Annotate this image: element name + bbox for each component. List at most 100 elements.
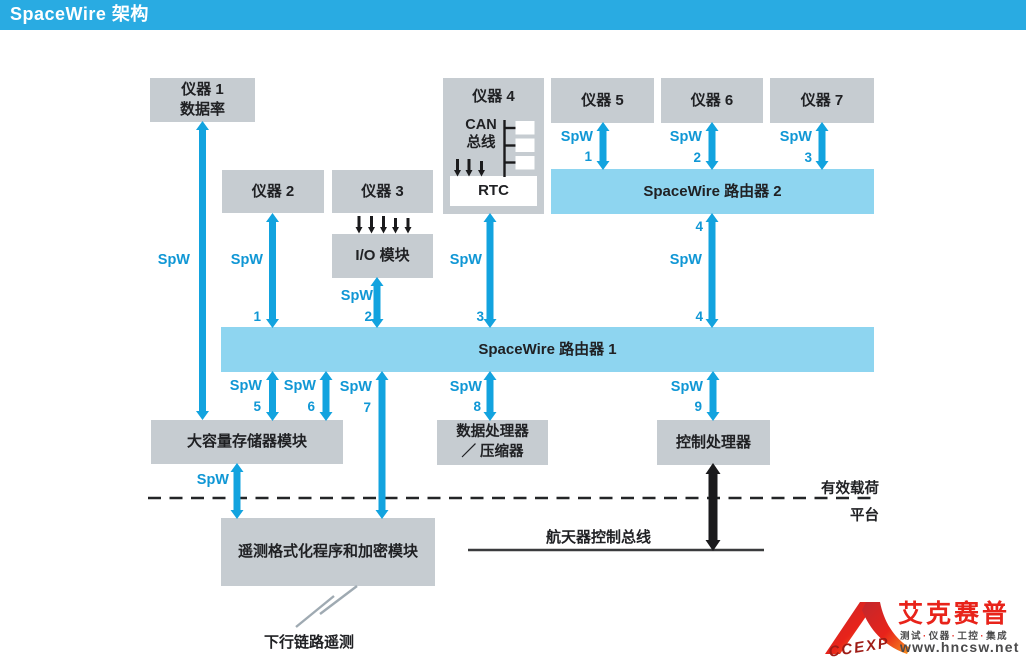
vendor-tagline: 测试·仪器·工控·集成 <box>900 628 1008 642</box>
link-instrument5-router2 <box>596 122 610 170</box>
link-instrument7-router2 <box>815 122 829 170</box>
vendor-logo-a-icon: CCEXP <box>825 602 910 660</box>
box-mass-memory: 大容量存储器模块 <box>151 420 343 464</box>
port-label-r2-1: 1 <box>584 149 592 164</box>
port-label-6: 6 <box>307 399 315 414</box>
can-label-line2: 总线 <box>466 135 496 152</box>
instrument4-label: 仪器 4 <box>472 88 515 105</box>
downlink-break-icon <box>295 585 358 628</box>
link-massmemory-telemetry <box>230 463 244 519</box>
link-router1-massmemory-5 <box>266 371 279 421</box>
spw-label-6: SpW <box>283 378 316 394</box>
link-io-router1 <box>370 277 384 328</box>
platform-side-label: 平台 <box>850 508 879 524</box>
instrument3-label: 仪器 3 <box>361 182 404 200</box>
spw-label-7: SpW <box>339 379 372 395</box>
link-router2-router1 <box>705 213 719 328</box>
port-label-3: 3 <box>476 309 484 324</box>
tagline-dot: · <box>980 631 986 642</box>
link-rtc-router1 <box>483 213 497 328</box>
port-label-r2-4: 4 <box>695 219 703 234</box>
can-label-line1: CAN <box>465 117 497 133</box>
box-router2: SpaceWire 路由器 2 <box>551 169 874 214</box>
box-instrument5: 仪器 5 <box>551 78 654 123</box>
spw-label-rtc: SpW <box>449 252 482 268</box>
io-module-label: I/O 模块 <box>355 247 410 265</box>
tagline-segment: 测试 <box>900 631 923 642</box>
telemetry-formatter-label: 遥测格式化程序和加密模块 <box>237 543 418 561</box>
can-bus-label: CAN 总线 <box>458 116 504 152</box>
can-bus-comb-icon <box>503 120 535 177</box>
instrument4-rtc-arrows <box>454 159 485 177</box>
tagline-segment: 集成 <box>986 631 1009 642</box>
vendor-brand-name: 艾克赛普 <box>898 600 1011 628</box>
port-label-5: 5 <box>253 399 261 414</box>
box-rtc: RTC <box>450 176 537 206</box>
port-label-r2-3: 3 <box>804 150 812 165</box>
port-label-9: 9 <box>694 399 702 414</box>
spw-label-9: SpW <box>670 379 703 395</box>
port-label-7: 7 <box>363 400 371 415</box>
data-processor-label-line1: 数据处理器 <box>456 424 529 441</box>
port-label-8: 8 <box>473 399 481 414</box>
instrument2-label: 仪器 2 <box>251 182 295 200</box>
link-instrument1-massmemory <box>196 121 209 420</box>
vendor-logo: CCEXP 艾克赛普 测试·仪器·工控·集成 www.hncsw.net <box>820 588 1026 662</box>
port-label-r2-2: 2 <box>693 150 701 165</box>
instrument5-label: 仪器 5 <box>581 91 624 109</box>
rtc-label: RTC <box>478 182 509 200</box>
vendor-url: www.hncsw.net <box>900 639 1020 655</box>
spw-label-router2-router1: SpW <box>669 252 702 268</box>
spw-label-instrument7: SpW <box>779 129 812 145</box>
link-controlprocessor-bus <box>705 463 721 551</box>
link-instrument2-router1 <box>266 213 279 328</box>
tagline-segment: 工控 <box>957 631 980 642</box>
spw-label-instrument5: SpW <box>560 129 593 145</box>
port-label-1: 1 <box>253 309 261 324</box>
box-data-processor: 数据处理器 ／ 压缩器 <box>437 420 548 465</box>
control-processor-label: 控制处理器 <box>675 433 751 451</box>
box-instrument7: 仪器 7 <box>770 78 874 123</box>
link-router1-massmemory-6 <box>319 371 333 421</box>
spw-label-instrument6: SpW <box>669 129 702 145</box>
router1-label: SpaceWire 路由器 1 <box>478 340 617 358</box>
title-bar: SpaceWire 架构 <box>0 0 1026 30</box>
spw-label-io: SpW <box>340 288 373 304</box>
page-title: SpaceWire 架构 <box>10 4 149 24</box>
downlink-telemetry-label: 下行链路遥测 <box>264 634 355 651</box>
control-bus-label: 航天器控制总线 <box>546 529 652 546</box>
link-router1-controlprocessor-9 <box>706 371 720 421</box>
tagline-dot: · <box>923 631 928 642</box>
box-instrument1: 仪器 1 数据率 <box>150 78 255 122</box>
instrument3-io-arrows <box>355 216 412 234</box>
box-instrument3: 仪器 3 <box>332 170 433 213</box>
link-router1-telemetry-7 <box>375 371 389 519</box>
spw-label-instrument1: SpW <box>157 252 190 268</box>
spw-label-8: SpW <box>449 379 482 395</box>
port-label-2: 2 <box>364 309 372 324</box>
payload-side-label: 有效载荷 <box>821 481 879 497</box>
box-telemetry-formatter: 遥测格式化程序和加密模块 <box>221 518 435 586</box>
link-router1-dataprocessor-8 <box>483 371 497 421</box>
spw-label-5: SpW <box>229 378 262 394</box>
instrument1-label-line2: 数据率 <box>179 101 225 118</box>
box-io-module: I/O 模块 <box>332 234 433 278</box>
instrument1-label-line1: 仪器 1 <box>181 81 224 99</box>
box-instrument6: 仪器 6 <box>661 78 763 123</box>
spacewire-links <box>196 121 829 519</box>
instrument7-label: 仪器 7 <box>800 91 844 109</box>
box-control-processor: 控制处理器 <box>657 420 770 465</box>
box-router1: SpaceWire 路由器 1 <box>221 327 874 372</box>
spw-label-massmemory-telemetry: SpW <box>196 472 229 488</box>
port-label-r1-4: 4 <box>695 309 703 324</box>
link-instrument6-router2 <box>705 122 719 170</box>
instrument6-label: 仪器 6 <box>690 91 734 109</box>
spw-label-instrument2: SpW <box>230 252 263 268</box>
router2-label: SpaceWire 路由器 2 <box>643 182 782 200</box>
box-instrument2: 仪器 2 <box>222 170 324 213</box>
tagline-segment: 仪器 <box>928 631 951 642</box>
tagline-dot: · <box>951 631 957 642</box>
mass-memory-label: 大容量存储器模块 <box>186 433 307 451</box>
